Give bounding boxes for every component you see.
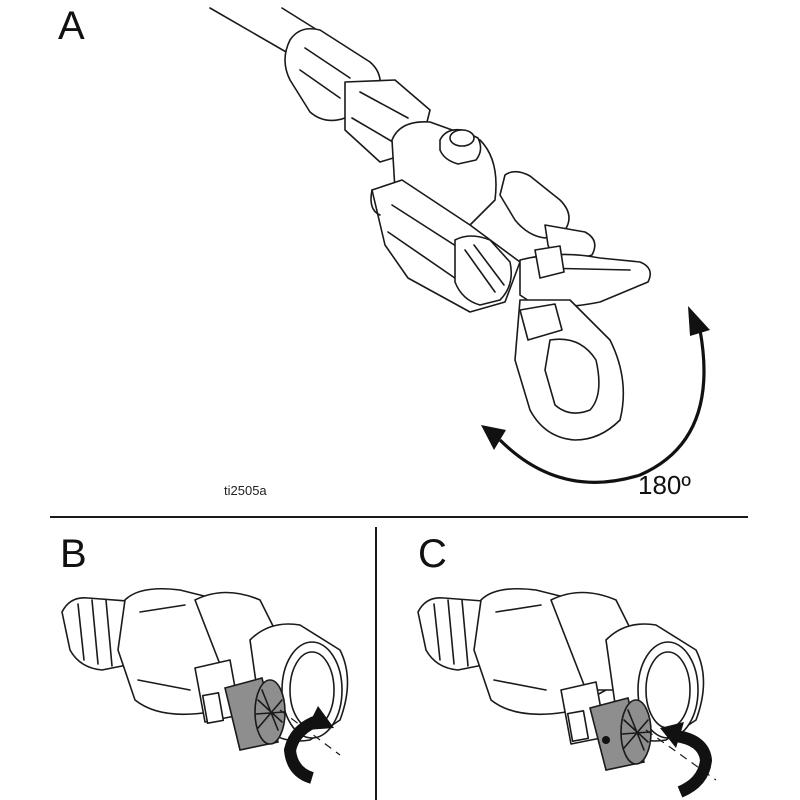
grey-cartridge-c <box>589 697 652 771</box>
rotate-arrow-icon <box>283 706 334 784</box>
tip-cartridge-assembly-b <box>61 587 349 742</box>
tip-cartridge-assembly-c <box>417 587 705 745</box>
rotation-angle-label: 180º <box>638 470 691 500</box>
double-headed-curved-arrow-icon <box>481 306 710 484</box>
axis-line-b <box>279 709 341 756</box>
grey-cartridge-b <box>224 677 286 751</box>
rotate-arrow-icon <box>660 722 713 798</box>
panel-label-b: B <box>60 532 87 576</box>
panel-label-c: C <box>418 532 447 576</box>
reference-code: ti2505a <box>224 483 267 498</box>
panel-label-a: A <box>58 4 85 48</box>
spray-gun-tip-assembly <box>209 7 651 441</box>
